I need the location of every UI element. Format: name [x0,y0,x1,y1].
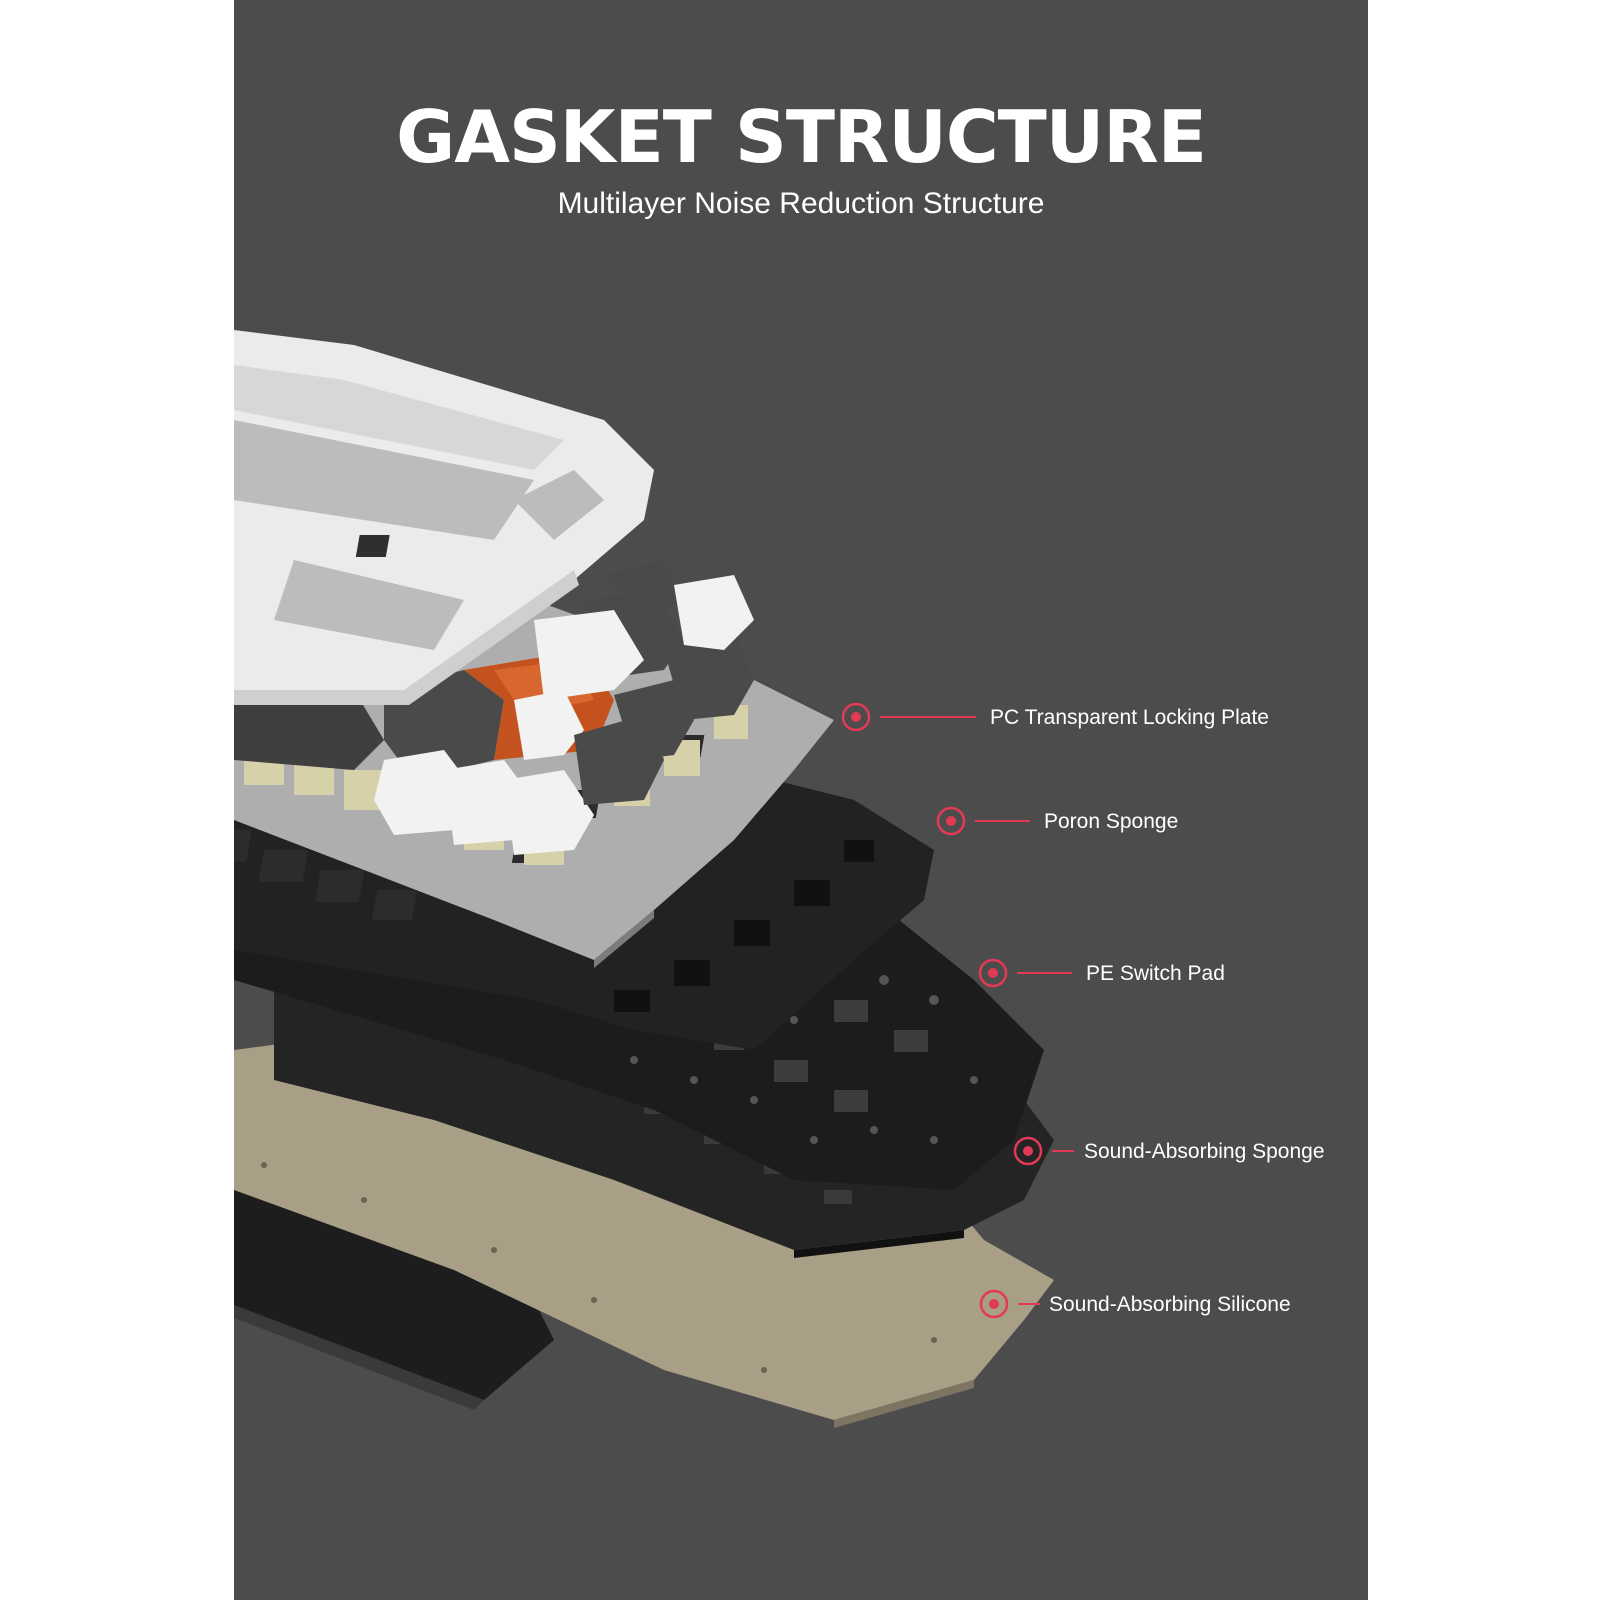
callout-label-sponge: Sound-Absorbing Sponge [1084,1140,1325,1163]
callout-label-poron: Poron Sponge [1044,810,1179,833]
product-panel: GASKET STRUCTURE Multilayer Noise Reduct… [234,0,1368,1600]
callout-marker-sponge [1013,1136,1074,1166]
keycaps [234,560,754,855]
top-frame [234,330,654,705]
page-title: GASKET STRUCTURE [396,95,1207,179]
callout-marker-pe-pad [978,958,1072,988]
exploded-keyboard-diagram [234,330,1074,1428]
callout-label-plate: PC Transparent Locking Plate [990,706,1269,729]
sound-absorbing-silicone-layer [234,1030,1054,1428]
callout-label-pe-pad: PE Switch Pad [1086,962,1225,985]
callout-label-silicone: Sound-Absorbing Silicone [1049,1293,1291,1316]
callout-marker-silicone [979,1289,1040,1319]
page-subtitle: Multilayer Noise Reduction Structure [557,187,1045,220]
callout-marker-poron [936,806,1030,836]
callout-marker-plate [841,702,976,732]
